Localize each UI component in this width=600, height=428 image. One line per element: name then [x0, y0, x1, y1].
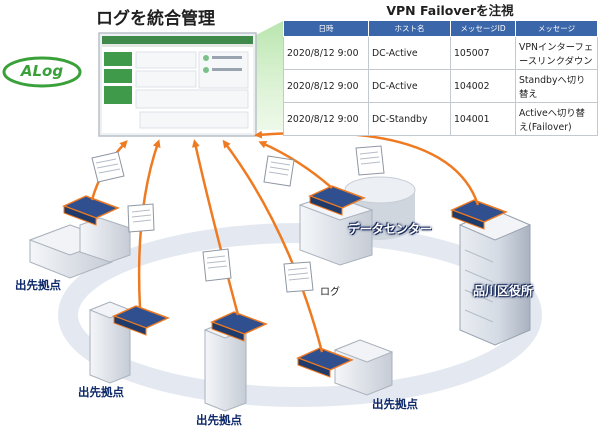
shinagawa-building — [458, 209, 532, 346]
cell-message-id: 104002 — [450, 69, 516, 103]
cell-message-id: 104001 — [450, 102, 516, 136]
column-header: メッセージID — [450, 20, 516, 37]
cell-host: DC-Active — [368, 69, 451, 103]
document-icon — [283, 261, 314, 293]
branch-label-bottom-center: 出先拠点 — [196, 413, 242, 427]
cell-datetime: 2020/8/12 9:00 — [283, 69, 369, 103]
cell-message: VPNインターフェースリンクダウン — [515, 36, 598, 70]
cell-datetime: 2020/8/12 9:00 — [283, 102, 369, 136]
document-icon — [355, 145, 385, 176]
datacenter-label: データセンター — [348, 222, 433, 236]
cell-message: Activeへ切り替え(Failover) — [515, 102, 598, 136]
cell-datetime: 2020/8/12 9:00 — [283, 36, 369, 70]
router-icon — [450, 199, 508, 230]
document-icon — [263, 155, 295, 187]
column-header: 日時 — [283, 20, 369, 37]
cell-message: Standbyへ切り替え — [515, 69, 598, 103]
document-icon — [127, 203, 155, 233]
branch-label-bottom-right: 出先拠点 — [372, 397, 418, 411]
datacenter-building — [298, 176, 416, 266]
cell-message-id: 105007 — [450, 36, 516, 70]
alog-logo-text: ALog — [20, 62, 64, 80]
cell-host: DC-Active — [368, 36, 451, 70]
vpn-table-title: VPN Failoverを注視 — [386, 3, 514, 18]
log-label: ログ — [320, 287, 340, 298]
router-icon — [308, 185, 366, 216]
document-icon — [202, 248, 232, 282]
table-row: 2020/8/12 9:00 DC-Standby 104001 Activeへ… — [283, 102, 598, 136]
router-icon — [296, 347, 354, 378]
table-row: 2020/8/12 9:00 DC-Active 105007 VPNインターフ… — [283, 36, 598, 70]
arrow — [258, 140, 333, 189]
monitor — [98, 32, 257, 137]
arrow — [191, 139, 240, 316]
shinagawa-label: 品川区役所 — [473, 284, 534, 298]
arrow — [222, 139, 324, 353]
table-header-row: 日時 ホスト名 メッセージID メッセージ — [283, 20, 598, 37]
branch-label-bottom-left: 出先拠点 — [78, 385, 124, 399]
cell-host: DC-Standby — [368, 102, 451, 136]
vpn-log-table: 日時 ホスト名 メッセージID メッセージ 2020/8/12 9:00 DC-… — [283, 20, 598, 136]
alog-logo — [2, 56, 82, 88]
table-projection — [254, 20, 285, 130]
document-icon — [91, 151, 125, 183]
page-title: ログを統合管理 — [96, 9, 215, 29]
log-document-icons — [91, 145, 385, 293]
router-icon — [112, 305, 170, 336]
table-row: 2020/8/12 9:00 DC-Active 104002 Standbyへ… — [283, 69, 598, 103]
router-icon — [62, 195, 120, 226]
column-header: ホスト名 — [368, 20, 451, 37]
branch-label-left: 出先拠点 — [15, 278, 61, 292]
router-icon — [210, 311, 268, 342]
column-header: メッセージ — [515, 20, 598, 37]
branch-building-bottom-right — [333, 339, 394, 396]
branch-building-left — [28, 217, 131, 279]
